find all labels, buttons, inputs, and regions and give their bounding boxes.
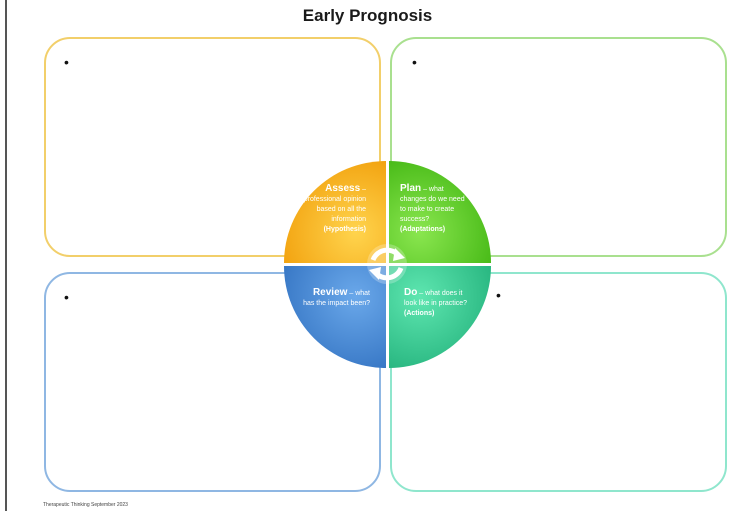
- do-heading: Do: [404, 287, 418, 298]
- review-label: Review – what has the impact been?: [300, 288, 370, 309]
- quadrant-do: [389, 266, 491, 368]
- bullet: •: [64, 289, 69, 305]
- page-left-rule: [5, 0, 7, 511]
- do-description: – what does it look like in practice?: [404, 290, 468, 307]
- quadrant-assess: [284, 161, 386, 263]
- assess-heading: Assess: [325, 183, 361, 194]
- refresh-cycle-icon: [367, 244, 407, 284]
- quadrant-review: [284, 266, 386, 368]
- bullet: •: [496, 287, 501, 303]
- do-label: Do – what does it look like in practice?…: [404, 288, 474, 319]
- notes-box-bottom-right[interactable]: •: [390, 272, 727, 492]
- page-title: Early Prognosis: [302, 6, 433, 25]
- plan-keyword: (Adaptations): [400, 226, 446, 233]
- plan-description: – what changes do we need to make to cre…: [400, 186, 465, 223]
- quadrant-plan: [389, 161, 491, 263]
- plan-heading: Plan: [400, 183, 422, 194]
- assess-keyword: (Hypothesis): [323, 226, 366, 233]
- bullet: •: [64, 54, 69, 70]
- review-heading: Review: [312, 287, 348, 298]
- bullet: •: [412, 54, 417, 70]
- footer-credit: Therapeutic Thinking September 2023: [43, 502, 128, 508]
- assess-label: Assess – professional opinion based on a…: [300, 184, 366, 235]
- plan-label: Plan – what changes do we need to make t…: [400, 184, 470, 235]
- assess-description: – professional opinion based on all the …: [303, 186, 366, 223]
- cycle-wheel: [283, 160, 491, 368]
- do-keyword: (Actions): [404, 310, 435, 317]
- review-description: – what has the impact been?: [303, 290, 370, 307]
